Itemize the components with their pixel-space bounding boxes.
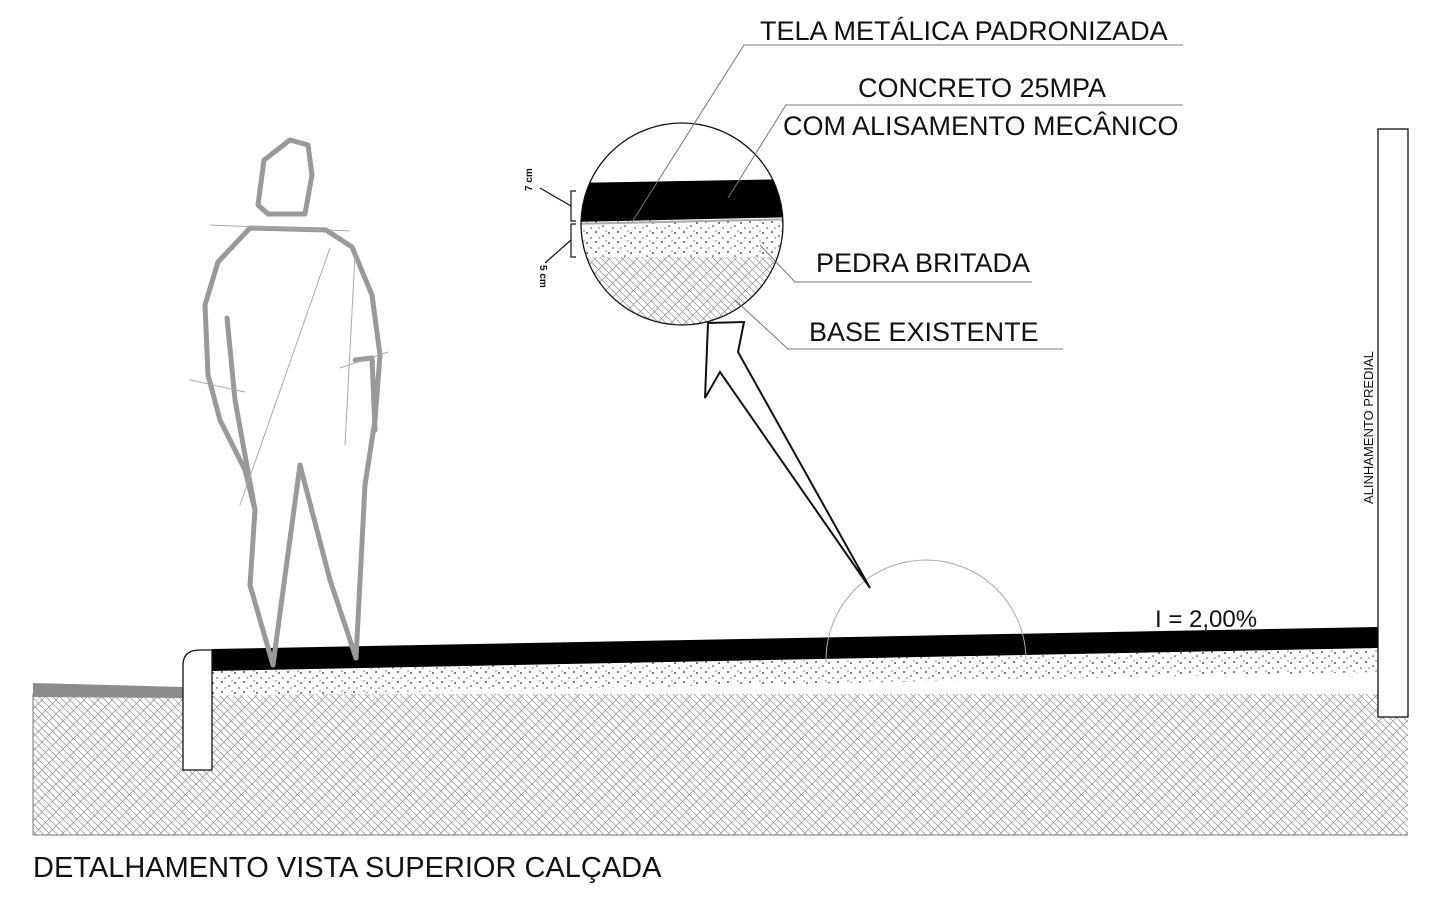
leader-base bbox=[734, 299, 1063, 350]
bubble-outline bbox=[580, 122, 784, 326]
label-concrete-2: COM ALISAMENTO MECÂNICO bbox=[783, 110, 1179, 141]
concrete-slab bbox=[212, 627, 1378, 671]
dim-bracket-concrete bbox=[570, 190, 576, 222]
dim-concrete-thickness: 7 cm bbox=[524, 168, 535, 191]
detail-bubble: 7 cm 5 cm bbox=[524, 122, 871, 589]
detail-pointer-arrow bbox=[704, 320, 871, 589]
leader-gravel bbox=[759, 244, 1032, 283]
dim-leader-gravel bbox=[544, 239, 572, 264]
person-right-arm bbox=[352, 355, 378, 433]
leader-mesh bbox=[631, 44, 1183, 223]
slope-label: I = 2,00% bbox=[1155, 606, 1257, 633]
curb-stone bbox=[182, 649, 213, 771]
bubble-concrete bbox=[581, 179, 783, 222]
label-base: BASE EXISTENTE bbox=[809, 317, 1039, 347]
label-leaders bbox=[631, 44, 1183, 350]
sketch-line-3 bbox=[209, 224, 351, 232]
bubble-mesh-line bbox=[581, 218, 783, 225]
gravel-layer-dots bbox=[212, 648, 1378, 696]
sketch-line-4 bbox=[189, 379, 246, 393]
leader-concrete bbox=[727, 104, 1183, 199]
person-left-arm bbox=[224, 315, 258, 513]
detail-reference-arc bbox=[825, 559, 1027, 661]
dim-leader-concrete bbox=[539, 187, 572, 207]
dim-bracket-gravel bbox=[570, 223, 576, 258]
existing-base-hatch bbox=[33, 694, 1408, 835]
sketch-line-2 bbox=[344, 254, 356, 446]
label-concrete-1: CONCRETO 25MPA bbox=[858, 73, 1106, 103]
person-body bbox=[202, 225, 383, 668]
bubble-gravel-dots bbox=[581, 220, 783, 257]
label-mesh: TELA METÁLICA PADRONIZADA bbox=[760, 16, 1168, 46]
label-gravel: PEDRA BRITADA bbox=[816, 248, 1030, 278]
person-legs bbox=[270, 462, 359, 668]
person-figure bbox=[189, 137, 389, 668]
road-asphalt bbox=[33, 683, 183, 698]
ground-section bbox=[32, 128, 1409, 836]
sketch-line-1 bbox=[239, 247, 331, 506]
property-line-label: ALINHAMENTO PREDIAL bbox=[1361, 351, 1376, 504]
drawing-title: DETALHAMENTO VISTA SUPERIOR CALÇADA bbox=[33, 852, 662, 884]
dimension-marks bbox=[539, 187, 576, 264]
person-head bbox=[255, 137, 315, 217]
sketch-line-5 bbox=[339, 351, 389, 369]
property-wall bbox=[1377, 128, 1409, 718]
dim-gravel-thickness: 5 cm bbox=[537, 265, 548, 288]
